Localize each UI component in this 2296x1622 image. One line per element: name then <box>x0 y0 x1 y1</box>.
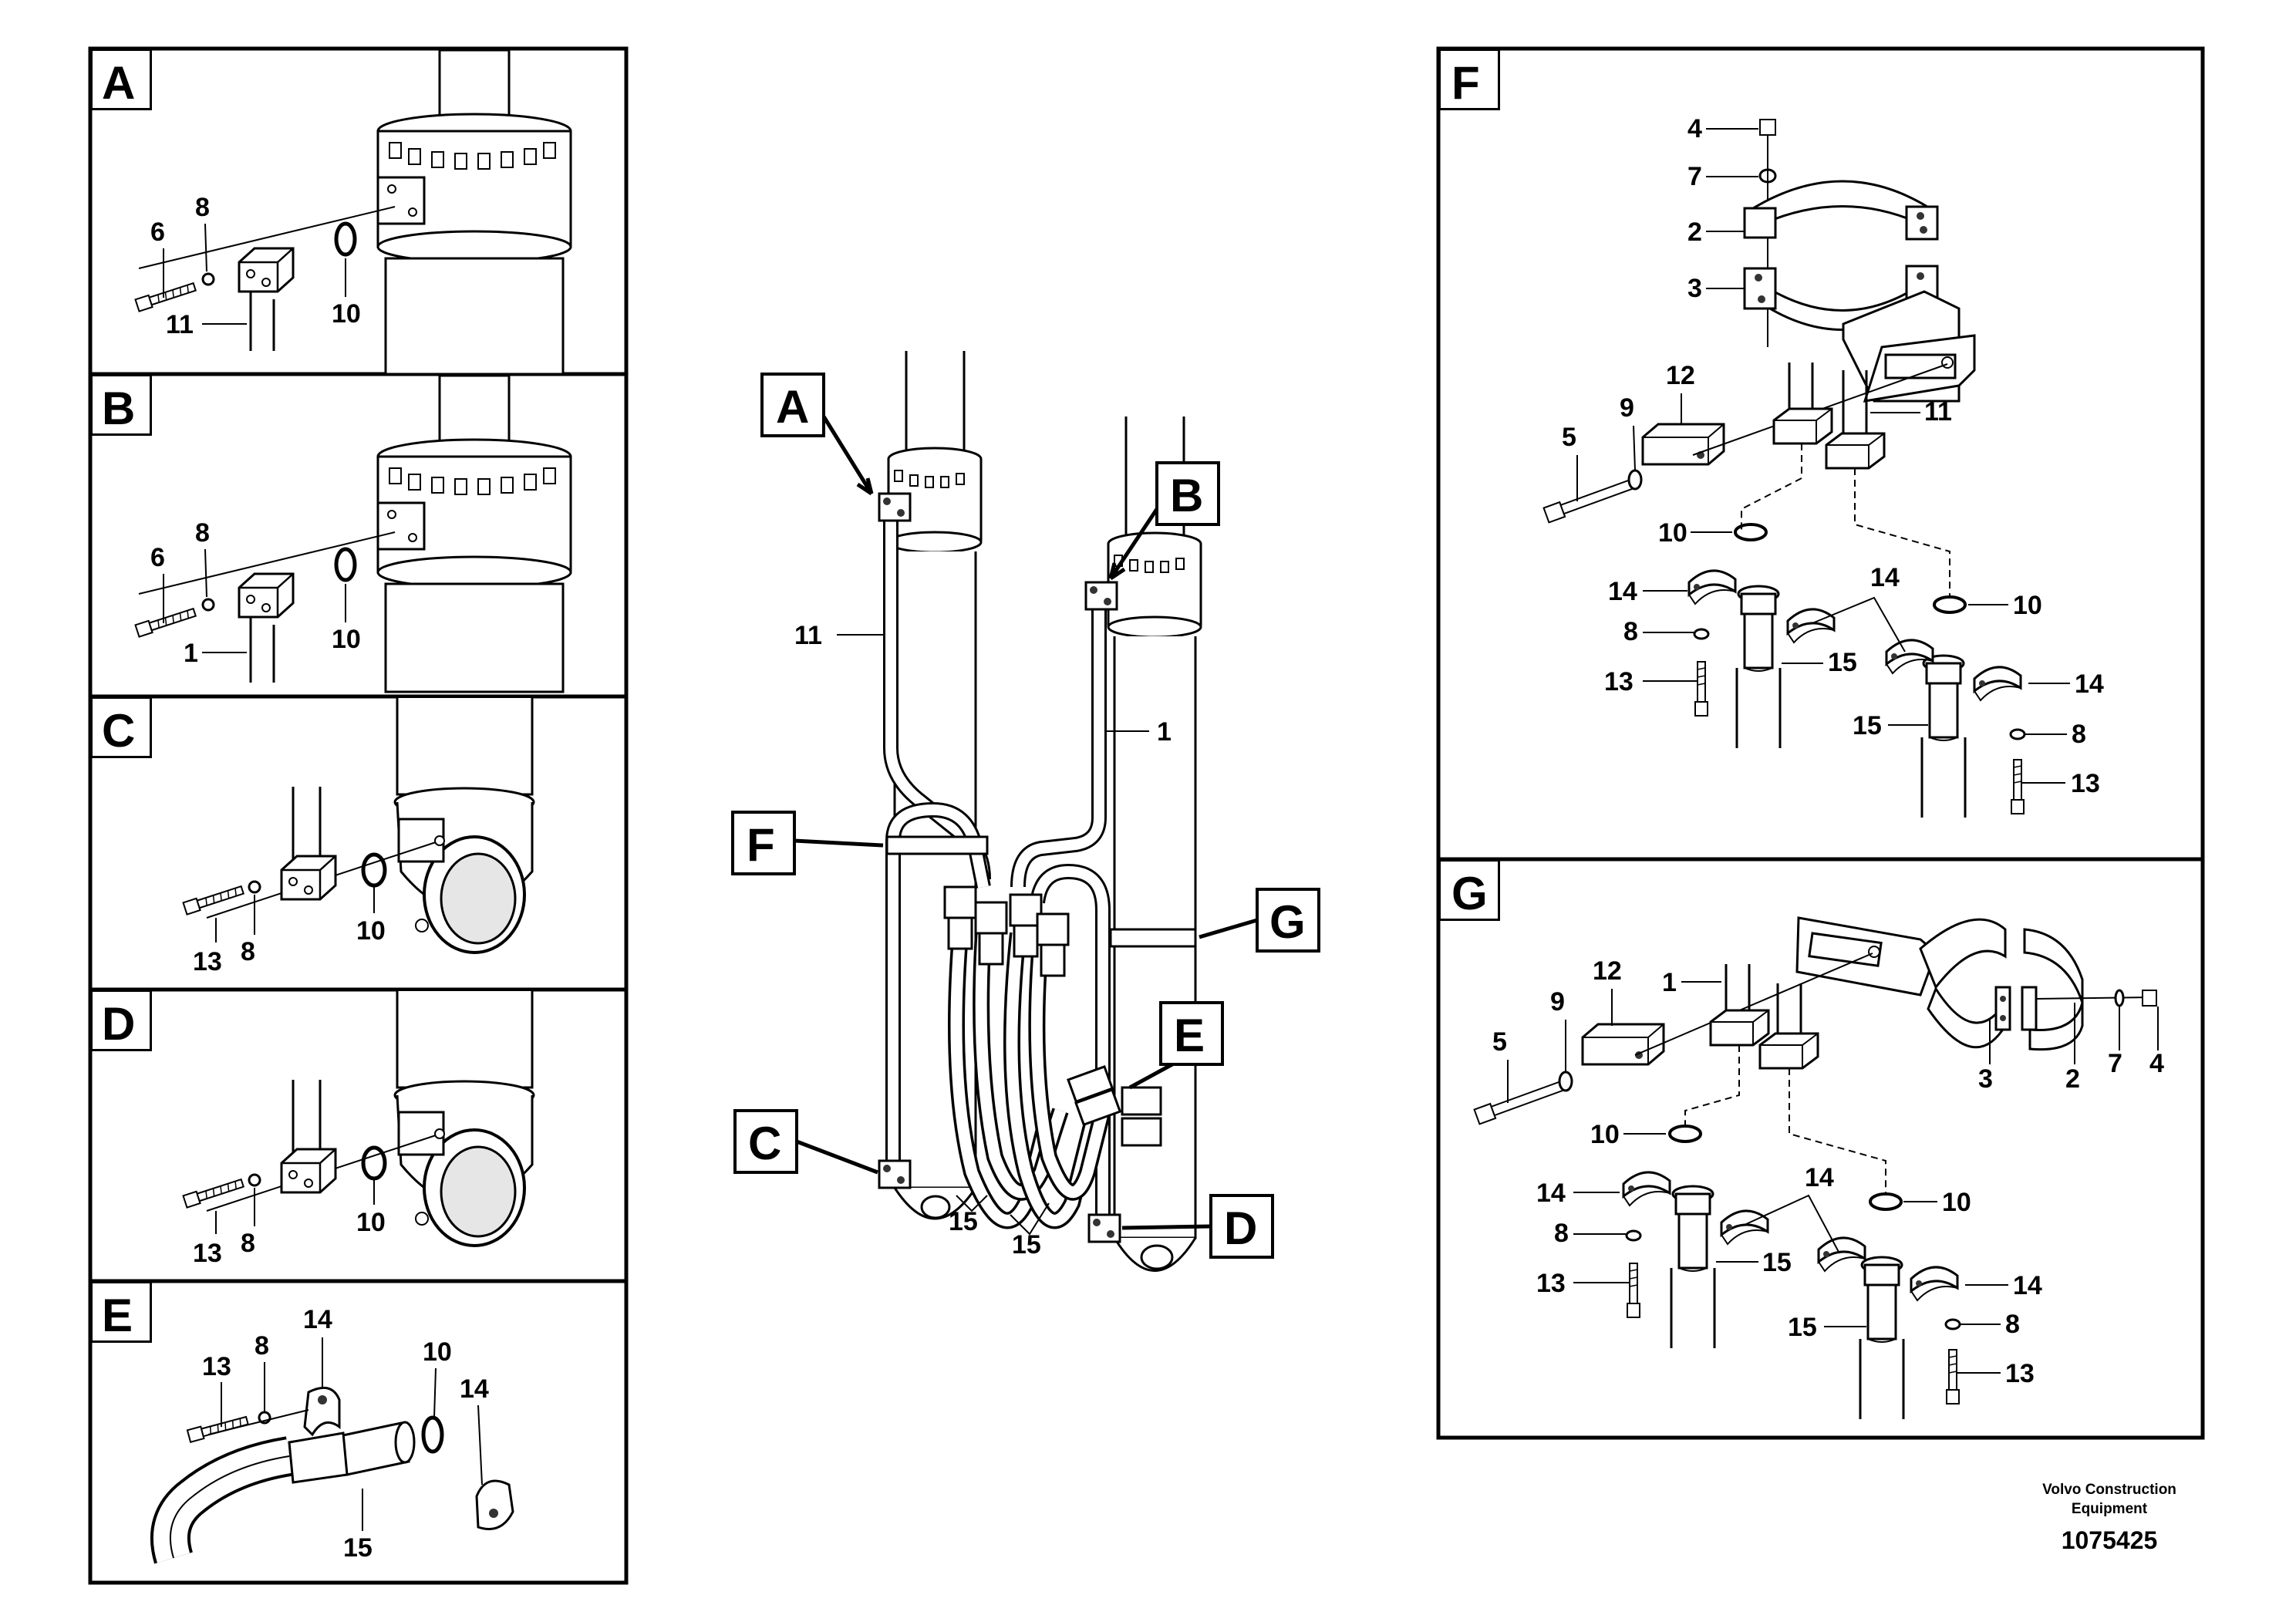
callout-10: 10 <box>1658 518 1687 548</box>
callout-15: 15 <box>1788 1313 1817 1342</box>
callout-10: 10 <box>356 1208 386 1237</box>
panel-b: B 6 8 10 1 <box>90 374 572 693</box>
callout-10: 10 <box>332 299 361 329</box>
callout-15: 15 <box>1762 1248 1792 1277</box>
callout-15: 15 <box>1828 648 1857 677</box>
callout-8: 8 <box>1554 1219 1569 1248</box>
overview-label-b: B <box>1170 470 1203 521</box>
callout-12: 12 <box>1666 361 1695 390</box>
overview-label-f: F <box>747 819 775 871</box>
panel-a: A 6 8 10 11 <box>90 49 572 376</box>
callout-7: 7 <box>1687 162 1702 191</box>
callout-3: 3 <box>1978 1064 1993 1094</box>
callout-8: 8 <box>195 518 210 548</box>
panel-b-letter: B <box>102 383 135 434</box>
callout-10: 10 <box>356 916 386 946</box>
callout-12: 12 <box>1593 956 1622 986</box>
callout-15: 15 <box>343 1533 373 1563</box>
callout-10: 10 <box>1590 1120 1620 1149</box>
callout-7: 7 <box>2108 1049 2122 1078</box>
overview-callout-15: 15 <box>949 1207 978 1236</box>
callout-13: 13 <box>193 1239 222 1268</box>
callout-10: 10 <box>332 625 361 654</box>
callout-13: 13 <box>202 1352 231 1381</box>
callout-10: 10 <box>423 1337 452 1367</box>
callout-11: 11 <box>166 310 194 339</box>
callout-13: 13 <box>1536 1269 1566 1298</box>
panel-e-letter: E <box>102 1290 133 1341</box>
overview-callout-15: 15 <box>1012 1230 1041 1259</box>
overview-label-c: C <box>748 1118 781 1169</box>
callout-5: 5 <box>1562 423 1576 452</box>
callout-6: 6 <box>150 218 165 247</box>
callout-13: 13 <box>2071 769 2100 798</box>
panel-e-frame <box>88 1279 629 1585</box>
callout-8: 8 <box>1623 617 1638 646</box>
footer: Volvo Construction Equipment 1075425 <box>2042 1482 2176 1554</box>
callout-9: 9 <box>1620 393 1634 423</box>
callout-2: 2 <box>1687 218 1702 247</box>
callout-8: 8 <box>2072 720 2086 749</box>
callout-5: 5 <box>1492 1027 1507 1057</box>
callout-4: 4 <box>2149 1049 2164 1078</box>
callout-8: 8 <box>241 1229 255 1258</box>
panel-c-frame <box>88 694 629 992</box>
overview-label-d: D <box>1224 1202 1257 1254</box>
callout-11: 11 <box>1924 397 1952 427</box>
callout-8: 8 <box>241 937 255 966</box>
footer-drawing-number: 1075425 <box>2062 1526 2158 1554</box>
callout-14: 14 <box>460 1374 489 1404</box>
callout-9: 9 <box>1550 987 1565 1017</box>
callout-1: 1 <box>1662 968 1677 997</box>
callout-14: 14 <box>303 1305 332 1334</box>
overview-label-e: E <box>1174 1010 1205 1061</box>
callout-8: 8 <box>255 1331 269 1361</box>
callout-14: 14 <box>2075 669 2104 699</box>
panel-g-frame <box>1436 857 2205 1440</box>
panel-d: D 13 8 10 <box>90 990 535 1268</box>
panel-c: C 13 8 10 <box>90 696 535 976</box>
callout-13: 13 <box>2005 1359 2035 1388</box>
callout-4: 4 <box>1687 114 1702 143</box>
callout-2: 2 <box>2065 1064 2080 1094</box>
callout-14: 14 <box>1608 577 1637 606</box>
overview-label-g: G <box>1269 896 1306 948</box>
callout-10: 10 <box>1942 1188 1971 1217</box>
overview-label-a: A <box>776 381 809 433</box>
callout-10: 10 <box>2013 591 2042 620</box>
callout-3: 3 <box>1687 274 1702 303</box>
callout-14: 14 <box>1870 563 1900 592</box>
panel-a-letter: A <box>102 57 135 109</box>
footer-company-line2: Equipment <box>2072 1501 2148 1517</box>
panel-g: G 3 2 7 4 12 5 <box>1438 859 2164 1421</box>
callout-6: 6 <box>150 543 165 572</box>
callout-14: 14 <box>1805 1163 1834 1192</box>
callout-15: 15 <box>1853 711 1882 740</box>
callout-13: 13 <box>193 947 222 976</box>
footer-company-line1: Volvo Construction <box>2042 1482 2176 1498</box>
panel-g-letter: G <box>1451 868 1488 919</box>
panel-f: F 4 7 2 3 12 <box>1438 49 2104 819</box>
panel-e: E 13 8 14 10 14 15 <box>90 1281 514 1564</box>
panel-f-letter: F <box>1451 57 1480 109</box>
callout-1: 1 <box>184 639 198 668</box>
panel-c-letter: C <box>102 705 135 757</box>
panel-d-letter: D <box>102 998 135 1050</box>
callout-14: 14 <box>2013 1271 2042 1300</box>
callout-8: 8 <box>195 193 210 222</box>
callout-13: 13 <box>1604 667 1633 696</box>
callout-8: 8 <box>2005 1310 2020 1339</box>
panel-d-frame <box>88 987 629 1283</box>
panel-f-frame <box>1436 46 2205 862</box>
overview: A B F G E C D 11 1 15 15 <box>731 351 1320 1272</box>
overview-callout-11: 11 <box>794 621 822 650</box>
callout-14: 14 <box>1536 1179 1566 1208</box>
overview-callout-1: 1 <box>1157 717 1172 747</box>
